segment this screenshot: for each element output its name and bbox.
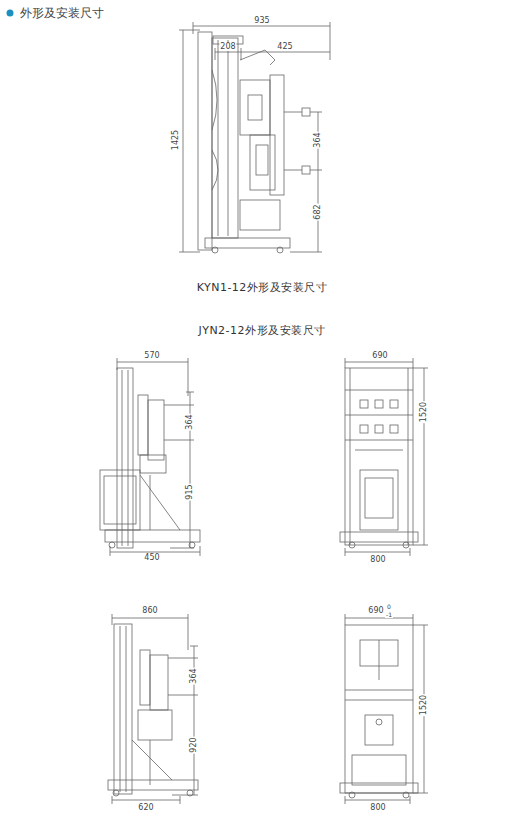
dimension-value: 682 bbox=[314, 203, 322, 220]
dimension-value: 364 bbox=[186, 413, 194, 430]
dimension-value: 364 bbox=[190, 667, 198, 684]
dimension-value: 425 bbox=[276, 43, 293, 51]
dimension-value: 450 bbox=[143, 554, 160, 562]
figure-caption: JYN2-12外形及安装尺寸 bbox=[198, 325, 325, 336]
jyn2-side-view-b bbox=[108, 614, 198, 804]
section-title: 外形及安装尺寸 bbox=[20, 7, 104, 19]
dimension-value: 1520 bbox=[420, 694, 428, 716]
dimension-value: 208 bbox=[219, 43, 236, 51]
dimension-value: 935 bbox=[253, 17, 270, 25]
jyn2-side-view-a bbox=[100, 358, 200, 556]
dimension-value: 800 bbox=[369, 804, 386, 812]
tolerance-value: 0 bbox=[386, 604, 392, 610]
figure-caption: KYN1-12外形及安装尺寸 bbox=[197, 282, 328, 293]
dimension-value: 1520 bbox=[420, 401, 428, 423]
dimension-value: 690 bbox=[371, 352, 388, 360]
dimension-value: 860 bbox=[141, 607, 158, 615]
dimension-value: 570 bbox=[143, 352, 160, 360]
dimension-value: 620 bbox=[137, 804, 154, 812]
kyn1-side-view bbox=[179, 22, 330, 253]
dimension-value: 364 bbox=[314, 131, 322, 148]
dimension-value: 920 bbox=[190, 736, 198, 753]
tolerance-value: -1 bbox=[385, 612, 393, 618]
jyn2-front-view-b bbox=[340, 614, 428, 804]
dimension-value: 800 bbox=[369, 556, 386, 564]
dimension-value: 915 bbox=[186, 483, 194, 500]
dimension-value: 690 bbox=[367, 607, 384, 615]
jyn2-front-view-a bbox=[340, 358, 428, 556]
dimension-value: 1425 bbox=[172, 129, 180, 151]
